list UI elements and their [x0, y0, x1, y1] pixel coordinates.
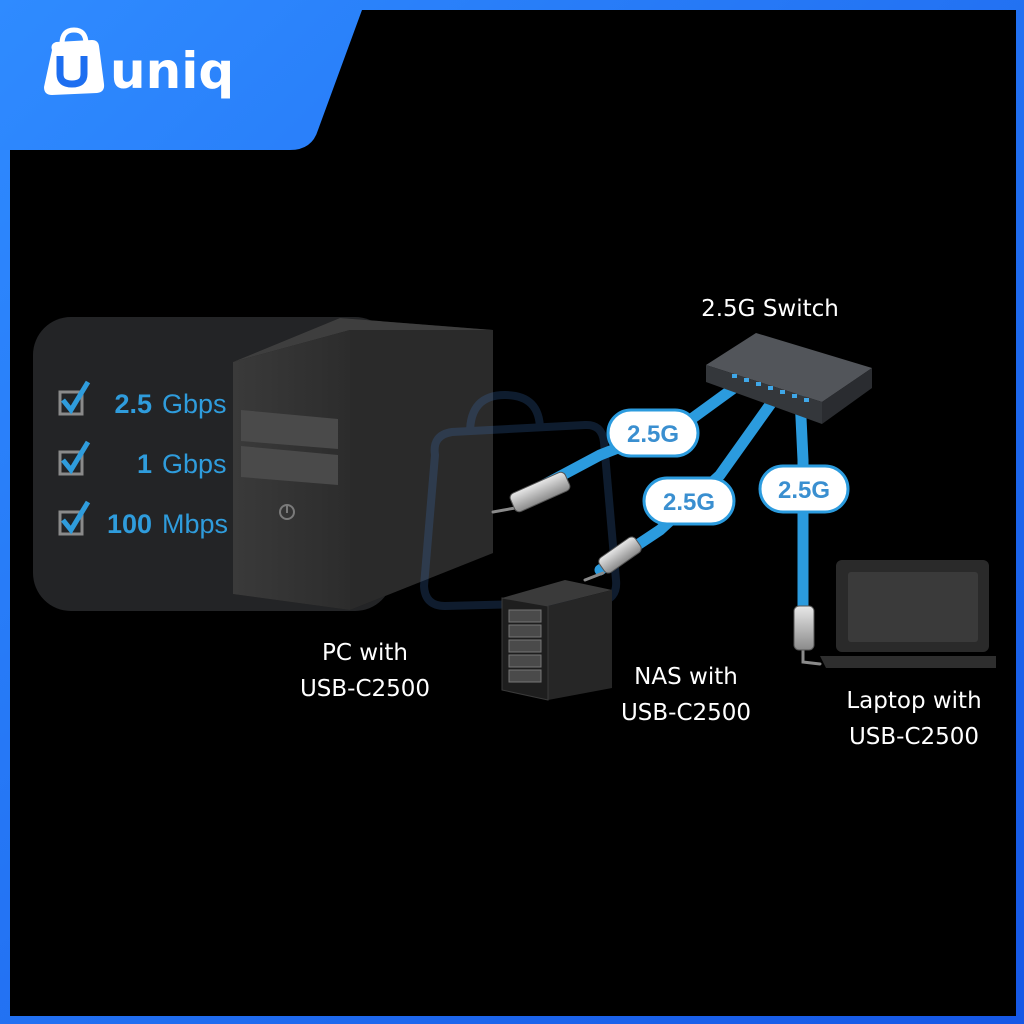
speed-value: 1	[137, 449, 152, 479]
checkbox-checked-icon	[58, 440, 91, 476]
nas-icon	[501, 580, 612, 701]
pc-caption-line1: PC with	[322, 640, 408, 666]
uniq-logo: uniq	[44, 27, 234, 100]
logo-wordmark: uniq	[110, 42, 234, 100]
link-badge: 2.5G	[642, 476, 736, 526]
usb-adapter-pc	[509, 471, 571, 513]
watermark-icon	[419, 390, 621, 611]
tower-pc-icon	[233, 318, 493, 610]
shopping-bag-icon	[44, 27, 105, 95]
laptop-caption: Laptop with USB-C2500	[846, 688, 981, 750]
cable-laptop	[794, 391, 809, 621]
pc-caption-line2: USB-C2500	[300, 676, 430, 702]
speed-value: 100	[107, 509, 152, 539]
speed-unit: Gbps	[162, 449, 227, 479]
checkbox-checked-icon	[58, 380, 91, 416]
link-badge: 2.5G	[606, 408, 700, 458]
pc-caption: PC with USB-C2500	[300, 640, 430, 702]
network-switch-icon	[706, 333, 872, 424]
speed-row: 1 Gbps	[58, 440, 227, 479]
link-speed-label: 2.5G	[627, 421, 679, 448]
laptop-caption-line2: USB-C2500	[849, 724, 979, 750]
link-badge: 2.5G	[758, 464, 850, 514]
speed-row: 2.5 Gbps	[58, 380, 227, 419]
speed-unit: Gbps	[162, 389, 227, 419]
laptop-icon	[820, 560, 996, 668]
laptop-caption-line1: Laptop with	[846, 688, 981, 714]
speed-unit: Mbps	[162, 509, 228, 539]
switch-label: 2.5G Switch	[701, 296, 839, 322]
nas-caption-line2: USB-C2500	[621, 700, 751, 726]
link-speed-label: 2.5G	[663, 489, 715, 516]
nas-caption-line1: NAS with	[634, 664, 738, 690]
link-speed-label: 2.5G	[778, 477, 830, 504]
nas-caption: NAS with USB-C2500	[621, 664, 751, 726]
speed-row: 100 Mbps	[58, 500, 228, 539]
speed-list: 2.5 Gbps 1 Gbps 100 Mbps	[58, 380, 228, 539]
usb-adapter-nas	[598, 536, 642, 574]
usb-adapter-laptop	[793, 605, 815, 651]
speed-value: 2.5	[114, 389, 152, 419]
checkbox-checked-icon	[58, 500, 91, 536]
